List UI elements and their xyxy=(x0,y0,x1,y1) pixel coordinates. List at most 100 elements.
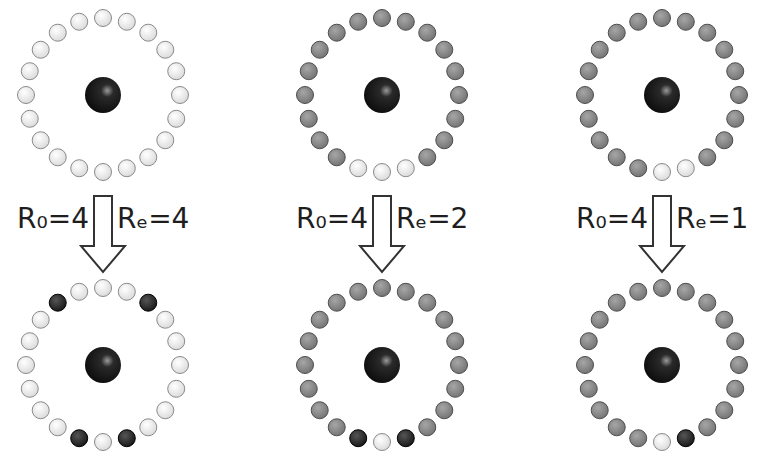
contact-dot xyxy=(731,357,748,374)
contact-dot xyxy=(49,149,66,166)
contact-dot xyxy=(297,357,314,374)
contact-ring xyxy=(577,10,748,181)
contact-dot xyxy=(32,311,49,328)
contact-dot xyxy=(297,87,314,104)
contact-dot xyxy=(328,149,345,166)
contact-dot xyxy=(608,294,625,311)
contact-dot xyxy=(577,87,594,104)
contact-dot xyxy=(328,24,345,41)
contact-dot xyxy=(311,41,328,58)
contact-dot xyxy=(311,311,328,328)
contact-dot xyxy=(591,41,608,58)
contact-dot xyxy=(32,132,49,149)
contact-dot xyxy=(172,357,189,374)
contact-dot xyxy=(580,380,597,397)
contact-dot xyxy=(118,13,135,30)
contact-dot xyxy=(140,294,157,311)
reproduction-number: Rₑ=1 xyxy=(676,204,748,235)
contact-dot xyxy=(172,87,189,104)
contact-dot xyxy=(95,434,112,451)
contact-dot xyxy=(32,41,49,58)
contact-dot xyxy=(397,13,414,30)
contact-dot xyxy=(21,110,38,127)
contact-dot xyxy=(328,419,345,436)
contact-dot xyxy=(436,132,453,149)
contact-dot xyxy=(118,160,135,177)
reproduction-number: R₀=4 xyxy=(576,204,648,235)
contact-dot xyxy=(677,13,694,30)
contact-dot xyxy=(677,283,694,300)
contact-dot xyxy=(654,164,671,181)
contact-dot xyxy=(591,402,608,419)
contact-ring xyxy=(577,280,748,451)
contact-dot xyxy=(71,160,88,177)
contact-dot xyxy=(300,63,317,80)
contact-dot xyxy=(630,283,647,300)
contact-dot xyxy=(350,283,367,300)
reproduction-number: Rₑ=4 xyxy=(117,204,189,235)
contact-dot xyxy=(49,24,66,41)
contact-dot xyxy=(699,419,716,436)
contact-dot xyxy=(727,333,744,350)
contact-dot xyxy=(580,63,597,80)
contact-dot xyxy=(654,10,671,27)
contact-dot xyxy=(21,63,38,80)
contact-dot xyxy=(168,110,185,127)
contact-dot xyxy=(699,294,716,311)
contact-dot xyxy=(654,280,671,297)
contact-ring xyxy=(297,10,468,181)
infected-case xyxy=(364,347,400,383)
contact-dot xyxy=(580,333,597,350)
contact-dot xyxy=(71,283,88,300)
contact-dot xyxy=(608,419,625,436)
contact-dot xyxy=(49,419,66,436)
contact-dot xyxy=(436,311,453,328)
contact-dot xyxy=(71,430,88,447)
contact-dot xyxy=(140,24,157,41)
reproduction-number: R₀=4 xyxy=(17,204,89,235)
contact-dot xyxy=(451,87,468,104)
contact-dot xyxy=(608,149,625,166)
contact-dot xyxy=(447,380,464,397)
contact-dot xyxy=(699,149,716,166)
contact-dot xyxy=(300,110,317,127)
contact-dot xyxy=(350,430,367,447)
contact-dot xyxy=(436,402,453,419)
contact-dot xyxy=(300,380,317,397)
contact-dot xyxy=(727,110,744,127)
infected-case xyxy=(644,347,680,383)
contact-dot xyxy=(397,430,414,447)
contact-dot xyxy=(168,63,185,80)
contact-dot xyxy=(727,380,744,397)
contact-dot xyxy=(630,160,647,177)
contact-dot xyxy=(654,434,671,451)
contact-dot xyxy=(118,430,135,447)
contact-dot xyxy=(18,357,35,374)
contact-dot xyxy=(374,164,391,181)
contact-dot xyxy=(374,434,391,451)
contact-dot xyxy=(419,24,436,41)
contact-dot xyxy=(447,110,464,127)
contact-dot xyxy=(95,280,112,297)
contact-ring xyxy=(18,280,189,451)
contact-dot xyxy=(21,333,38,350)
contact-dot xyxy=(716,402,733,419)
contact-dot xyxy=(727,63,744,80)
contact-dot xyxy=(168,380,185,397)
infected-case xyxy=(364,77,400,113)
contact-dot xyxy=(21,380,38,397)
contact-dot xyxy=(677,160,694,177)
contact-dot xyxy=(374,10,391,27)
contact-dot xyxy=(608,24,625,41)
contact-dot xyxy=(419,149,436,166)
contact-dot xyxy=(140,419,157,436)
contact-dot xyxy=(157,41,174,58)
contact-dot xyxy=(731,87,748,104)
infected-case xyxy=(85,77,121,113)
reproduction-number: Rₑ=2 xyxy=(396,204,468,235)
contact-dot xyxy=(630,430,647,447)
contact-dot xyxy=(95,164,112,181)
contact-dot xyxy=(419,419,436,436)
